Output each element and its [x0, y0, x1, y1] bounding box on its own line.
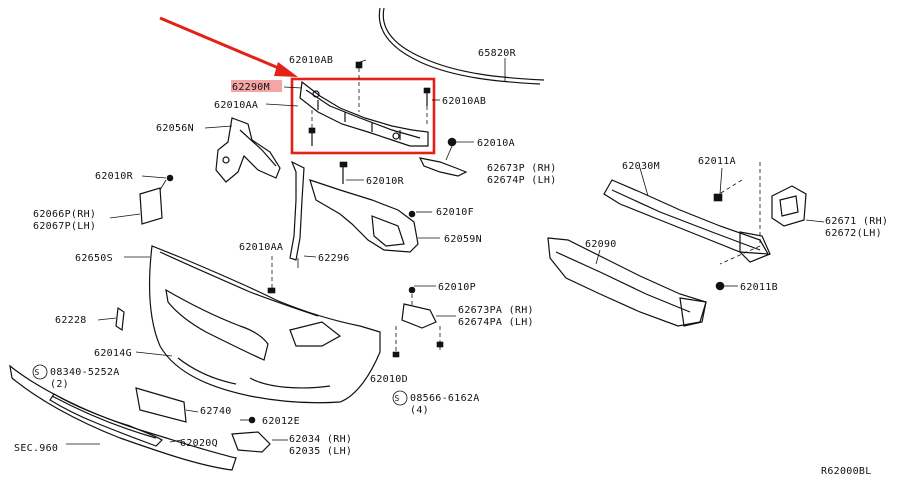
part-62228: [115, 306, 125, 332]
label-62290M: 62290M: [232, 82, 270, 93]
bumper-fascia: [149, 245, 381, 404]
label-62090: 62090: [585, 239, 617, 250]
label-62067P: 62067P(LH): [33, 221, 96, 232]
label-62011A: 62011A: [698, 156, 736, 167]
label-62010R-mid: 62010R: [366, 176, 405, 187]
screw-62010AA-top: [308, 110, 316, 146]
label-08340-qty: (2): [50, 379, 69, 390]
label-62012E: 62012E: [262, 416, 300, 427]
side-stay-62671: [771, 185, 807, 227]
upper-bracket: [299, 80, 429, 147]
label-62014G: 62014G: [94, 348, 132, 359]
label-62740: 62740: [200, 406, 232, 417]
screw-62010AB-top: [355, 61, 363, 112]
label-62010AA-mid: 62010AA: [239, 242, 283, 253]
screw-62010R-mid: [339, 161, 348, 184]
s-symbol-2: S: [394, 394, 399, 403]
label-08340-5252A: 08340-5252A: [50, 367, 120, 378]
label-62010AB-top: 62010AB: [289, 55, 333, 66]
label-62059N: 62059N: [444, 234, 482, 245]
label-62673PA: 62673PA (RH): [458, 305, 534, 316]
screw-62010AA-mid: [267, 256, 276, 294]
license-bracket: [135, 387, 199, 423]
leader-lines: [66, 59, 825, 445]
label-65820R: 65820R: [478, 48, 517, 59]
label-62056N: 62056N: [156, 123, 194, 134]
label-62011B: 62011B: [740, 282, 778, 293]
label-62673P: 62673P (RH): [487, 163, 557, 174]
highlight-box: [290, 77, 436, 155]
s-symbol-1: S: [34, 368, 39, 377]
annotation-arrow: [159, 16, 289, 74]
label-62034: 62034 (RH): [289, 434, 352, 445]
screw-62010AB-right: [423, 87, 431, 126]
label-08566-qty: (4): [410, 405, 429, 416]
absorber-62090: [547, 237, 707, 327]
bracket-62673P: [418, 137, 468, 177]
lower-grille-insert: [49, 393, 163, 447]
label-62010AA-top: 62010AA: [214, 100, 258, 111]
label-62010A: 62010A: [477, 138, 515, 149]
label-62674PA: 62674PA (LH): [458, 317, 534, 328]
label-62228: 62228: [55, 315, 87, 326]
part-label-highlight: [231, 80, 282, 92]
label-62010R-left: 62010R: [95, 171, 134, 182]
label-08566-6162A: 08566-6162A: [410, 393, 480, 404]
label-62066P: 62066P(RH): [33, 209, 96, 220]
clip-62010R-left: [139, 174, 174, 225]
label-62035: 62035 (LH): [289, 446, 352, 457]
label-62010D: 62010D: [370, 374, 408, 385]
s-symbol-circle: [32, 364, 48, 380]
label-62010AB-right: 62010AB: [442, 96, 486, 107]
label-62030M: 62030M: [622, 161, 660, 172]
label-62296: 62296: [318, 253, 350, 264]
stay-62296: [289, 160, 305, 268]
side-bracket-62056N: [215, 117, 281, 183]
reinforcement-62030M: [603, 179, 771, 263]
label-62671: 62671 (RH): [825, 216, 888, 227]
screw-62011A: [713, 193, 723, 202]
label-62650S: 62650S: [75, 253, 113, 264]
label-62010F: 62010F: [436, 207, 474, 218]
upper-molding-strip: [378, 7, 545, 85]
dashed-guide-62671: [715, 162, 761, 265]
annotation-arrowhead: [274, 62, 298, 77]
center-bracket-62059N: [309, 179, 419, 253]
nut-62011B: [715, 281, 725, 291]
reference-code: R62000BL: [821, 466, 872, 477]
label-sec960: SEC.960: [14, 443, 58, 454]
bracket-62673PA: [392, 286, 444, 358]
label-62672: 62672(LH): [825, 228, 882, 239]
label-62020Q: 62020Q: [180, 438, 218, 449]
label-62010P: 62010P: [438, 282, 476, 293]
s-symbol-circle: [392, 390, 408, 406]
label-62674P: 62674P (LH): [487, 175, 557, 186]
